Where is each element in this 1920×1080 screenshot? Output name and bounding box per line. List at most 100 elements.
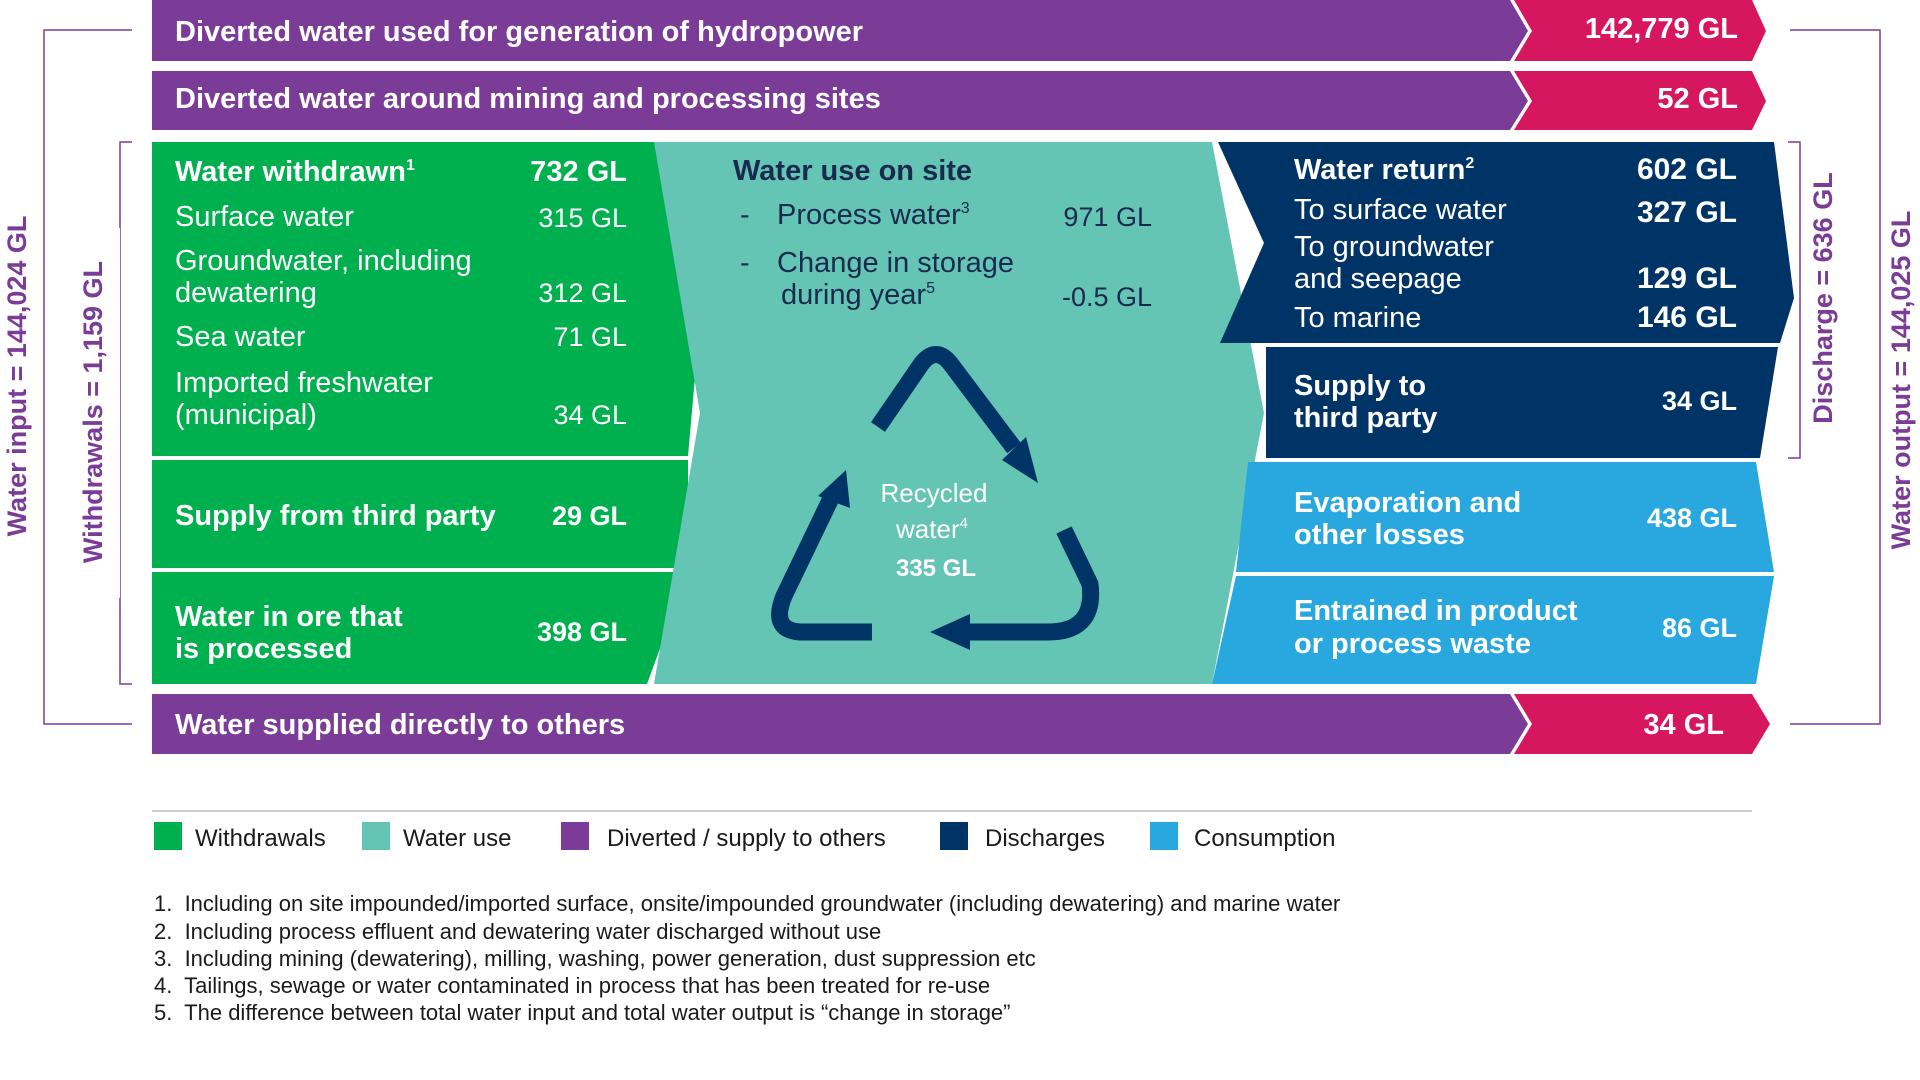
- legend-label-consumption: Consumption: [1194, 825, 1335, 852]
- mining-diverted-bar-shape: [152, 71, 1528, 130]
- recycle-arrow-bottom: [966, 526, 1100, 641]
- return-surface-water-label: To surface water: [1294, 194, 1507, 226]
- recycle-icon: [771, 346, 1100, 650]
- sea-water-label: Sea water: [175, 321, 306, 353]
- water-output-label: Water output = 144,025 GL: [1886, 211, 1916, 550]
- water-input-bracket: [43, 29, 132, 725]
- mining-diverted-bar: Diverted water around mining and process…: [152, 71, 1766, 130]
- recycled-note: 4: [960, 515, 968, 532]
- imported-freshwater-label-line1: Imported freshwater: [175, 367, 433, 399]
- legend-swatch-diverted: [561, 822, 589, 850]
- storage-label-line2: during year5: [781, 279, 935, 311]
- entrained-label-line1: Entrained in product: [1294, 595, 1578, 627]
- surface-water-label: Surface water: [175, 201, 354, 233]
- ore-label-line2: is processed: [175, 633, 352, 665]
- withdrawn-block: [152, 142, 702, 456]
- evaporation-label-line1: Evaporation and: [1294, 487, 1521, 519]
- supply-to-third-party-label-line1: Supply to: [1294, 370, 1426, 402]
- legend-label-withdrawals: Withdrawals: [195, 825, 326, 852]
- water-use-title: Water use on site: [733, 155, 972, 187]
- discharges-column: Water return2 602 GL To surface water 32…: [1218, 142, 1794, 458]
- recycle-arrow-top: [870, 346, 1021, 454]
- water-input-label-bg: [0, 170, 40, 540]
- consumption-column: Evaporation and other losses 438 GL Entr…: [1212, 462, 1774, 684]
- supplied-to-others-value-arrow: [1514, 694, 1770, 754]
- water-output-bracket: [1790, 29, 1881, 725]
- surface-water-value: 315 GL: [538, 203, 627, 233]
- withdrawn-title-note: 1: [406, 157, 415, 174]
- entrained-block: [1212, 576, 1774, 684]
- footnote-5: 5. The difference between total water in…: [154, 1000, 1011, 1025]
- evaporation-label-line2: other losses: [1294, 519, 1465, 551]
- water-return-block: [1218, 142, 1794, 343]
- return-surface-water-value: 327 GL: [1637, 196, 1737, 229]
- process-water-label: Process water3: [777, 199, 970, 231]
- withdrawn-title: Water withdrawn1: [175, 156, 415, 188]
- groundwater-label-line1: Groundwater, including: [175, 245, 472, 277]
- return-groundwater-label-line2: and seepage: [1294, 263, 1462, 295]
- evaporation-value: 438 GL: [1647, 503, 1737, 533]
- evaporation-block: [1236, 462, 1774, 572]
- mining-diverted-label: Diverted water around mining and process…: [175, 83, 881, 115]
- return-groundwater-label-line1: To groundwater: [1294, 231, 1494, 263]
- withdrawals-label-bg: [80, 228, 120, 598]
- discharge-bracket: [1788, 141, 1801, 459]
- sea-water-value: 71 GL: [553, 322, 627, 352]
- supplied-to-others-bar-shape: [152, 694, 1528, 754]
- footnotes: 1. Including on site impounded/imported …: [154, 891, 1340, 1025]
- hydropower-value: 142,779 GL: [1585, 13, 1738, 45]
- withdrawals-bracket: [119, 141, 132, 685]
- water-output-label-bg: [1884, 180, 1920, 580]
- entrained-label-line2: or process waste: [1294, 628, 1531, 660]
- withdrawn-total-value: 732 GL: [530, 156, 627, 188]
- return-marine-value: 146 GL: [1637, 301, 1737, 334]
- mining-diverted-value-arrow: [1514, 71, 1766, 130]
- withdrawals-column: Water withdrawn1 732 GL Surface water 31…: [152, 142, 702, 684]
- legend-label-diverted: Diverted / supply to others: [607, 825, 886, 852]
- groundwater-value: 312 GL: [538, 278, 627, 308]
- supply-to-third-party-label-line2: third party: [1294, 402, 1437, 434]
- footnote-2: 2. Including process effluent and dewate…: [154, 919, 881, 944]
- hydropower-label: Diverted water used for generation of hy…: [175, 16, 863, 48]
- supplied-to-others-bar: Water supplied directly to others 34 GL: [152, 694, 1770, 754]
- water-return-total-value: 602 GL: [1637, 153, 1737, 186]
- legend-swatch-consumption: [1150, 822, 1178, 850]
- return-marine-label: To marine: [1294, 302, 1421, 334]
- discharge-label-bg: [1804, 160, 1844, 440]
- process-water-note: 3: [961, 200, 970, 217]
- recycle-arrowhead-bottom: [930, 614, 970, 650]
- hydropower-bar: Diverted water used for generation of hy…: [152, 0, 1766, 61]
- recycle-arrowhead-left: [818, 470, 850, 508]
- ore-block: [152, 572, 688, 684]
- water-use-column: Water use on site - Process water3 971 G…: [654, 142, 1264, 684]
- supplied-to-others-label: Water supplied directly to others: [175, 709, 625, 741]
- recycle-arrowhead-right: [1002, 437, 1038, 483]
- withdrawals-label: Withdrawals = 1,159 GL: [78, 261, 108, 563]
- storage-dash: -: [740, 247, 750, 279]
- water-return-title: Water return2: [1294, 154, 1474, 186]
- footnote-1: 1. Including on site impounded/imported …: [154, 891, 1340, 916]
- supply-to-third-party-block: [1266, 347, 1778, 458]
- recycled-label-line2: water4: [895, 514, 968, 544]
- water-input-label: Water input = 144,024 GL: [2, 216, 32, 537]
- mining-diverted-value: 52 GL: [1657, 83, 1738, 115]
- groundwater-label-line2: dewatering: [175, 277, 317, 309]
- supply-from-third-party-value: 29 GL: [552, 501, 627, 531]
- footnote-3: 3. Including mining (dewatering), millin…: [154, 946, 1036, 971]
- process-water-dash: -: [740, 199, 750, 231]
- entrained-value: 86 GL: [1662, 613, 1737, 643]
- supplied-to-others-value: 34 GL: [1643, 709, 1724, 741]
- supply-from-third-party-label: Supply from third party: [175, 500, 496, 532]
- ore-label-line1: Water in ore that: [175, 601, 403, 633]
- legend: Withdrawals Water use Diverted / supply …: [154, 822, 1335, 852]
- footnote-4: 4. Tailings, sewage or water contaminate…: [154, 973, 990, 998]
- storage-label-line1: Change in storage: [777, 247, 1014, 279]
- legend-swatch-discharges: [940, 822, 968, 850]
- recycled-label-line1: Recycled: [881, 478, 988, 508]
- storage-value: -0.5 GL: [1062, 282, 1152, 312]
- supply-to-third-party-value: 34 GL: [1662, 386, 1737, 416]
- process-water-value: 971 GL: [1063, 202, 1152, 232]
- storage-note: 5: [926, 280, 935, 297]
- imported-freshwater-value: 34 GL: [553, 400, 627, 430]
